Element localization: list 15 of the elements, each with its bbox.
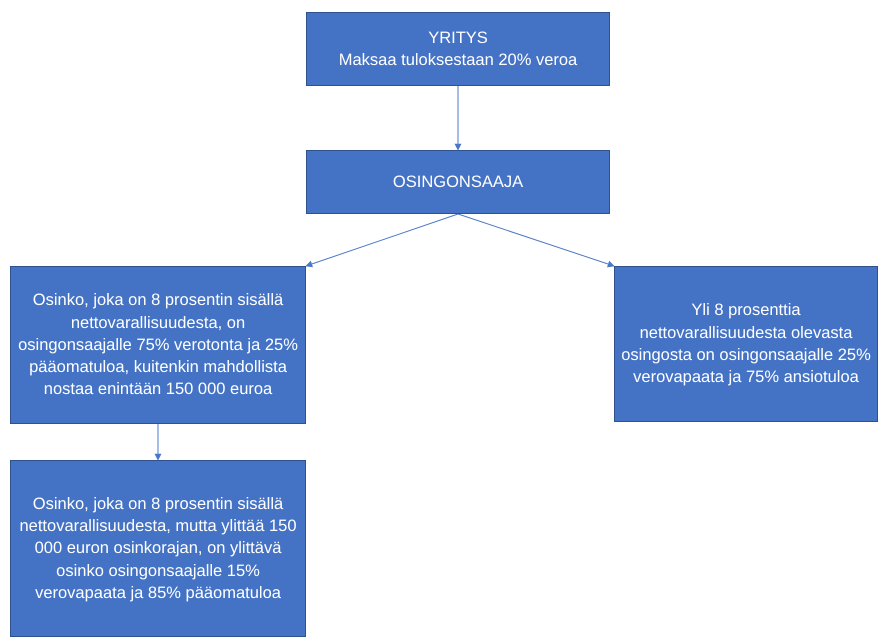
process-box xyxy=(306,150,610,214)
arrow xyxy=(154,424,162,461)
arrow xyxy=(454,86,462,151)
process-box xyxy=(306,12,610,86)
box-text: Osinko, joka on 8 prosentin sisällä nettovarallisuudesta, mutta ylittää 150 000 euron osinkorajan, on ylittävä osinko osingonsaajalle 15% verovapaata ja 85% pääomatuloa xyxy=(18,494,298,604)
box-text: OSINGONSAAJA xyxy=(392,172,524,193)
arrow xyxy=(305,214,458,268)
process-box xyxy=(614,266,878,422)
box-text: Maksaa tuloksestaan 20% veroa xyxy=(338,50,578,71)
process-box xyxy=(10,266,306,424)
box-text: Osinko, joka on 8 prosentin sisällä nettovarallisuudesta, on osingonsaajalle 75% verotonta ja 25% pääomatuloa, kuitenkin mahdollista nostaa enintään 150 000 euroa xyxy=(17,290,299,400)
box-heading: YRITYS xyxy=(428,28,488,49)
arrow xyxy=(458,214,615,268)
process-box xyxy=(10,460,306,637)
box-text: Yli 8 prosenttia nettovarallisuudesta olevasta osingosta on osingonsaajalle 25% verovapaata ja 75% ansiotuloa xyxy=(621,300,871,388)
